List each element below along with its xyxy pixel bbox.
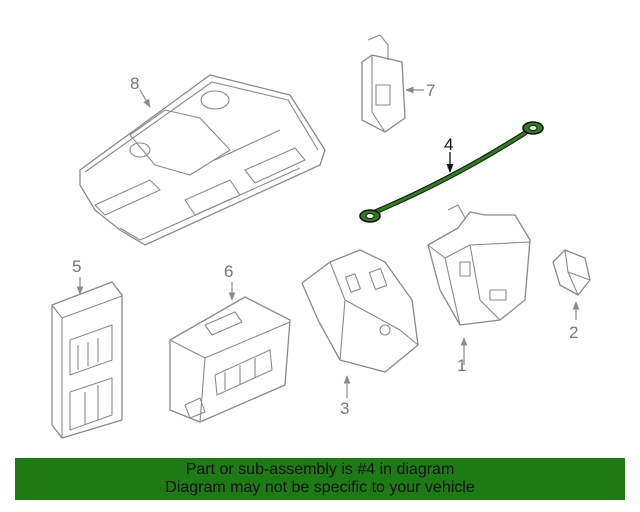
callout-3: 3 [340,399,349,418]
part-3-bracket[interactable] [301,249,419,398]
callout-4: 4 [444,135,453,154]
banner-line-2: Diagram may not be specific to your vehi… [165,479,475,496]
callout-5: 5 [72,257,81,276]
part-1-module[interactable] [427,204,531,365]
callout-7: 7 [426,81,435,100]
banner-line-1: Part or sub-assembly is #4 in diagram [185,461,455,478]
callout-1: 1 [457,356,466,375]
parts-diagram: 8 7 4 5 6 [51,34,591,439]
part-6-control-module[interactable] [169,282,291,423]
part-4-ground-cable[interactable] [359,121,544,223]
callout-8: 8 [130,74,139,93]
part-5-fuse-box[interactable] [51,277,123,439]
part-7-sensor[interactable] [361,34,424,133]
part-2-clip[interactable] [552,249,591,320]
part-8-module[interactable] [79,74,326,246]
callout-6: 6 [224,262,233,281]
info-banner: Part or sub-assembly is #4 in diagram Di… [15,458,625,500]
callout-2: 2 [569,323,578,342]
